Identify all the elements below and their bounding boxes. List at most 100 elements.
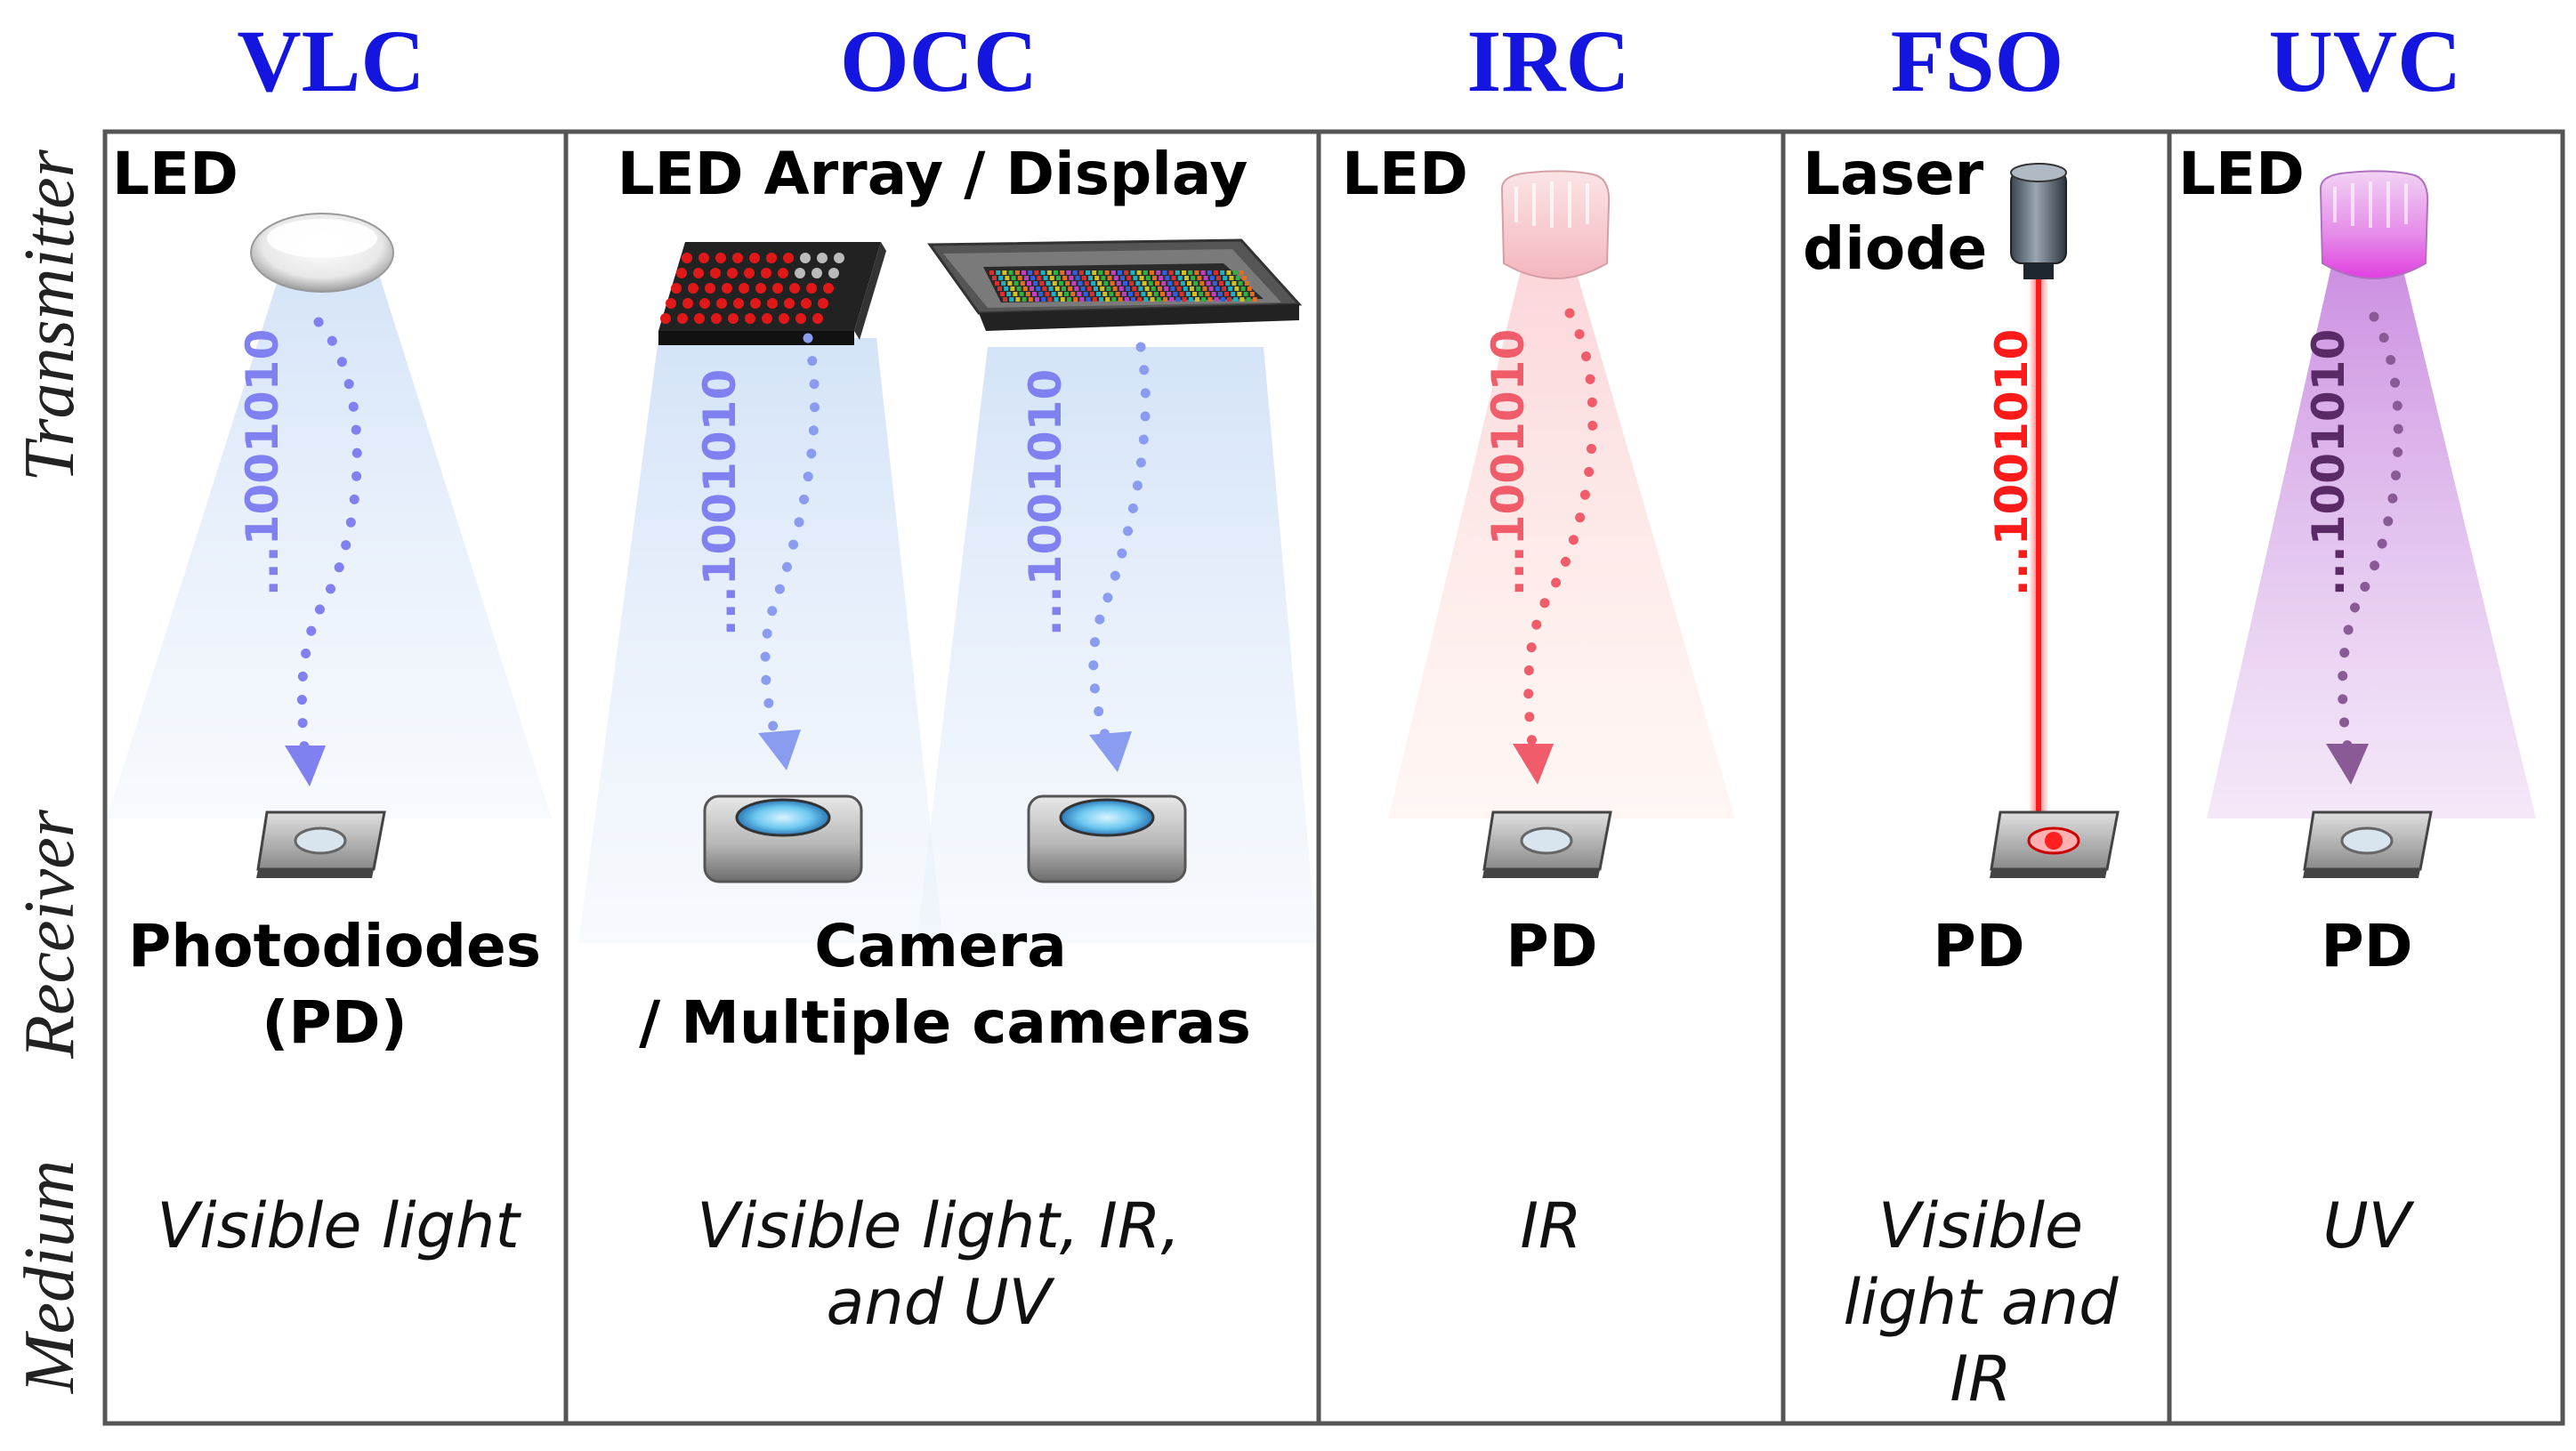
led-array-dot bbox=[732, 253, 743, 263]
led-array-dot bbox=[795, 313, 806, 324]
display-pixel bbox=[1156, 270, 1161, 275]
display-pixel bbox=[1135, 292, 1140, 296]
display-pixel bbox=[1184, 276, 1189, 280]
display-pixel bbox=[1033, 281, 1038, 286]
display-pixel bbox=[1167, 281, 1173, 286]
display-pixel bbox=[1092, 270, 1097, 275]
display-pixel bbox=[1229, 276, 1234, 280]
display-pixel bbox=[1227, 297, 1231, 302]
display-pixel bbox=[1004, 286, 1009, 291]
display-pixel bbox=[1094, 286, 1098, 291]
header-irc: IRC bbox=[1466, 12, 1629, 110]
occ-array-signal-path bbox=[760, 333, 820, 744]
display-pixel bbox=[1126, 276, 1132, 280]
led-array-dot bbox=[733, 298, 744, 309]
display-pixel bbox=[1173, 292, 1178, 296]
display-pixel bbox=[1142, 281, 1147, 286]
led-array-dot bbox=[682, 298, 693, 309]
led-array-dot bbox=[693, 268, 704, 278]
display-pixel bbox=[1016, 286, 1022, 291]
led-array-dot bbox=[715, 253, 726, 263]
display-pixel bbox=[1207, 297, 1213, 302]
display-pixel bbox=[1092, 297, 1097, 302]
led-array-dot bbox=[739, 283, 749, 294]
led-array-dot bbox=[772, 283, 783, 294]
display-pixel bbox=[1123, 281, 1127, 286]
uvc-led-icon bbox=[2319, 170, 2429, 279]
occ-led-array-cone bbox=[578, 338, 943, 943]
display-pixel bbox=[1065, 281, 1070, 286]
display-pixel bbox=[1145, 276, 1151, 280]
signal-paths bbox=[285, 279, 2403, 842]
display-pixel bbox=[1110, 281, 1115, 286]
display-pixel bbox=[1169, 297, 1175, 302]
row-label-transmitter: Transmitter bbox=[11, 149, 89, 481]
display-pixel bbox=[1222, 286, 1226, 291]
display-pixel bbox=[1126, 286, 1130, 291]
display-pixel bbox=[1228, 286, 1233, 291]
display-pixel bbox=[1103, 281, 1109, 286]
display-pixel bbox=[1091, 281, 1095, 286]
led-array-dot bbox=[688, 283, 699, 294]
display-pixel bbox=[1132, 286, 1137, 291]
display-pixel bbox=[1059, 281, 1063, 286]
display-pixel bbox=[1164, 286, 1169, 291]
display-pixel bbox=[1020, 281, 1025, 286]
fso-medium-label-line3: IR bbox=[1950, 1342, 2011, 1415]
led-array-dot bbox=[666, 298, 676, 309]
display-pixel bbox=[1030, 286, 1034, 291]
display-pixel bbox=[1006, 292, 1012, 296]
occ-display-signal-path bbox=[1088, 342, 1151, 746]
display-pixel bbox=[1022, 286, 1028, 291]
display-pixel bbox=[1116, 281, 1121, 286]
display-pixel bbox=[1143, 270, 1148, 275]
display-pixel bbox=[1196, 286, 1201, 291]
irc-transmitter-label: LED bbox=[1342, 140, 1468, 208]
display-pixel bbox=[1112, 286, 1118, 291]
display-pixel bbox=[1078, 270, 1084, 275]
display-pixel bbox=[1199, 281, 1205, 286]
display-pixel bbox=[1001, 281, 1006, 286]
display-pixel bbox=[1099, 297, 1103, 302]
display-pixel bbox=[1102, 292, 1108, 296]
display-pixel bbox=[1188, 297, 1193, 302]
display-pixel bbox=[1214, 270, 1218, 275]
occ-receiver-label-line1: Camera bbox=[814, 912, 1067, 980]
display-pixel bbox=[1046, 270, 1052, 275]
led-array-dot bbox=[812, 268, 822, 278]
display-pixel bbox=[1120, 276, 1125, 280]
uvc-bit-label: ...1001010 bbox=[2303, 329, 2354, 597]
display-pixel bbox=[995, 281, 999, 286]
led-array-dot bbox=[745, 313, 755, 324]
display-pixel bbox=[1077, 292, 1082, 296]
display-pixel bbox=[1252, 297, 1257, 302]
display-pixel bbox=[1074, 286, 1079, 291]
display-pixel bbox=[1175, 270, 1180, 275]
display-pixel bbox=[1030, 276, 1036, 280]
display-pixel bbox=[1234, 286, 1240, 291]
led-array-dot bbox=[795, 268, 805, 278]
display-pixel bbox=[1241, 276, 1247, 280]
display-pixel bbox=[1066, 270, 1071, 275]
display-pixel bbox=[1195, 297, 1199, 302]
led-array-dot bbox=[783, 253, 794, 263]
display-pixel bbox=[1027, 281, 1031, 286]
display-pixel bbox=[1024, 276, 1029, 280]
display-pixel bbox=[1179, 292, 1184, 296]
display-pixel bbox=[1072, 270, 1078, 275]
display-pixel bbox=[1182, 297, 1187, 302]
display-pixel bbox=[1232, 270, 1238, 275]
irc-bit-label: ...1001010 bbox=[1482, 329, 1534, 597]
occ-transmitter-label: LED Array / Display bbox=[618, 140, 1248, 208]
display-pixel bbox=[1054, 270, 1058, 275]
beams-layer bbox=[107, 258, 2536, 943]
row-label-receiver: Receiver bbox=[11, 809, 89, 1060]
led-array-dot bbox=[711, 313, 722, 324]
display-pixel bbox=[1177, 276, 1183, 280]
display-pixel bbox=[1034, 270, 1039, 275]
display-pixel bbox=[1235, 276, 1240, 280]
display-pixel bbox=[1104, 270, 1110, 275]
display-pixel bbox=[1209, 276, 1215, 280]
fso-transmitter-label-line1: Laser bbox=[1803, 140, 1984, 208]
led-array-dot bbox=[744, 268, 755, 278]
